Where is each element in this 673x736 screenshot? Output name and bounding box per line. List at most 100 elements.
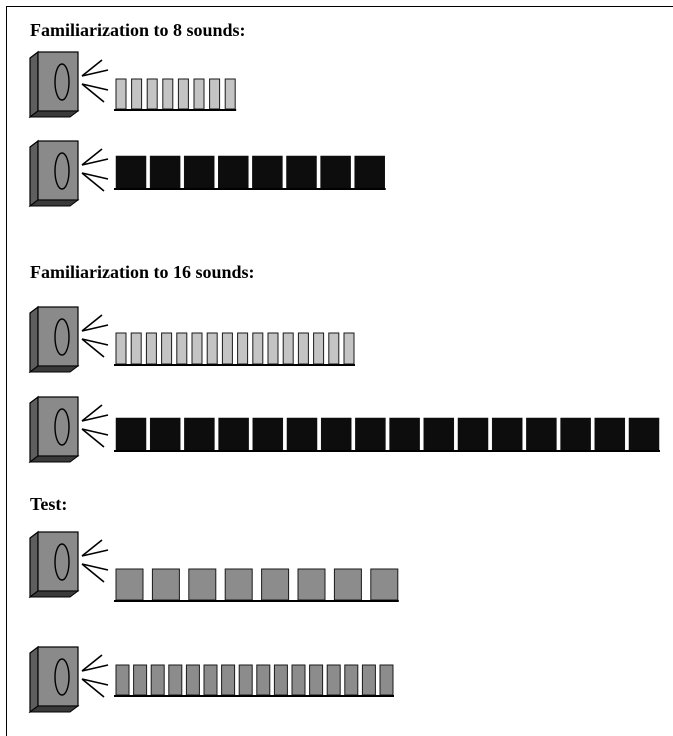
tone-bar bbox=[343, 332, 355, 365]
tone-bar bbox=[238, 664, 253, 696]
tone-bar bbox=[191, 332, 203, 365]
tone-bar bbox=[457, 417, 489, 451]
tone-bar bbox=[389, 417, 420, 451]
sound-wave-line bbox=[81, 539, 103, 557]
tone-bar bbox=[273, 664, 288, 696]
figure-frame bbox=[6, 6, 673, 736]
tone-bar bbox=[188, 568, 217, 601]
tone-bar bbox=[423, 417, 455, 451]
sound-wave-line bbox=[81, 428, 109, 436]
tone-bar bbox=[252, 155, 283, 189]
sound-wave-line bbox=[81, 404, 103, 422]
tone-bar bbox=[218, 155, 249, 189]
tone-bar bbox=[333, 568, 362, 601]
sound-wave-line bbox=[81, 172, 109, 180]
sound-wave-line bbox=[81, 428, 105, 448]
speaker-icon bbox=[28, 305, 109, 374]
speaker-icon bbox=[28, 395, 109, 464]
tone-bar bbox=[162, 78, 174, 110]
speaker-icon bbox=[28, 50, 109, 119]
tone-bar bbox=[115, 417, 147, 451]
tone-bar bbox=[379, 664, 394, 696]
tone-bar bbox=[261, 568, 290, 601]
tone-bar bbox=[206, 332, 218, 365]
tone-bar bbox=[221, 664, 236, 696]
sound-wave-line bbox=[81, 563, 105, 583]
tone-bar bbox=[328, 332, 340, 365]
sound-wave-line bbox=[81, 654, 103, 672]
tone-bar bbox=[149, 155, 181, 189]
tone-bar bbox=[297, 568, 326, 601]
tone-bar bbox=[491, 417, 523, 451]
tone-bar bbox=[526, 417, 557, 451]
tone-bar bbox=[286, 417, 318, 451]
tone-bar bbox=[297, 332, 309, 365]
tone-bar bbox=[149, 417, 181, 451]
sound-wave-line bbox=[81, 678, 109, 686]
familiarization-16-light-sequence bbox=[114, 332, 355, 366]
tone-bar bbox=[237, 332, 249, 365]
tone-bar bbox=[176, 332, 188, 365]
tone-bar bbox=[320, 155, 351, 189]
sound-wave-line bbox=[81, 83, 105, 103]
tone-bar bbox=[224, 568, 253, 601]
tone-bar bbox=[313, 332, 325, 365]
tone-bar bbox=[361, 664, 376, 696]
heading-test: Test: bbox=[30, 494, 68, 514]
tone-bar bbox=[177, 78, 189, 110]
heading-familiarization-16: Familiarization to 16 sounds: bbox=[30, 262, 255, 282]
tone-bar bbox=[309, 664, 324, 696]
tone-bar bbox=[193, 78, 205, 110]
tone-bar bbox=[161, 332, 173, 365]
sound-wave-line bbox=[81, 59, 103, 77]
heading-familiarization-8: Familiarization to 8 sounds: bbox=[30, 20, 246, 40]
tone-bar bbox=[146, 78, 158, 110]
tone-bar bbox=[344, 664, 359, 696]
tone-bar bbox=[354, 155, 385, 189]
sound-wave-line bbox=[81, 664, 109, 672]
tone-bar bbox=[133, 664, 148, 696]
tone-bar bbox=[151, 568, 180, 601]
tone-bar bbox=[115, 78, 127, 110]
sound-wave-line bbox=[81, 563, 109, 571]
sound-wave-line bbox=[81, 338, 105, 358]
tone-bar bbox=[218, 417, 249, 451]
tone-bar bbox=[131, 78, 143, 110]
sound-wave-line bbox=[81, 158, 109, 166]
sound-wave-line bbox=[81, 678, 105, 698]
sound-wave-line bbox=[81, 83, 109, 91]
tone-bar bbox=[326, 664, 341, 696]
speaker-icon bbox=[28, 645, 109, 714]
sound-wave-line bbox=[81, 172, 105, 192]
tone-bar bbox=[115, 568, 144, 601]
tone-bar bbox=[252, 332, 264, 365]
tone-bar bbox=[115, 332, 127, 365]
tone-bar bbox=[267, 332, 279, 365]
tone-bar bbox=[628, 417, 660, 451]
sound-wave-line bbox=[81, 148, 103, 166]
tone-bar bbox=[291, 664, 306, 696]
tone-bar bbox=[115, 155, 147, 189]
familiarization-8-dark-sequence bbox=[114, 155, 386, 190]
tone-bar bbox=[145, 332, 157, 365]
familiarization-8-light-sequence bbox=[114, 78, 237, 111]
speaker-icon bbox=[28, 139, 109, 208]
tone-bar bbox=[560, 417, 591, 451]
tone-bar bbox=[370, 568, 399, 601]
tone-bar bbox=[185, 664, 200, 696]
tone-bar bbox=[168, 664, 183, 696]
tone-bar bbox=[150, 664, 165, 696]
sound-wave-line bbox=[81, 314, 103, 332]
test-16-sequence bbox=[114, 664, 394, 697]
sound-wave-line bbox=[81, 338, 109, 346]
tone-bar bbox=[221, 332, 233, 365]
sound-wave-line bbox=[81, 324, 109, 332]
tone-bar bbox=[130, 332, 142, 365]
tone-bar bbox=[115, 664, 130, 696]
tone-bar bbox=[594, 417, 626, 451]
tone-bar bbox=[256, 664, 271, 696]
tone-bar bbox=[320, 417, 352, 451]
tone-bar bbox=[184, 417, 215, 451]
sound-wave-line bbox=[81, 414, 109, 422]
